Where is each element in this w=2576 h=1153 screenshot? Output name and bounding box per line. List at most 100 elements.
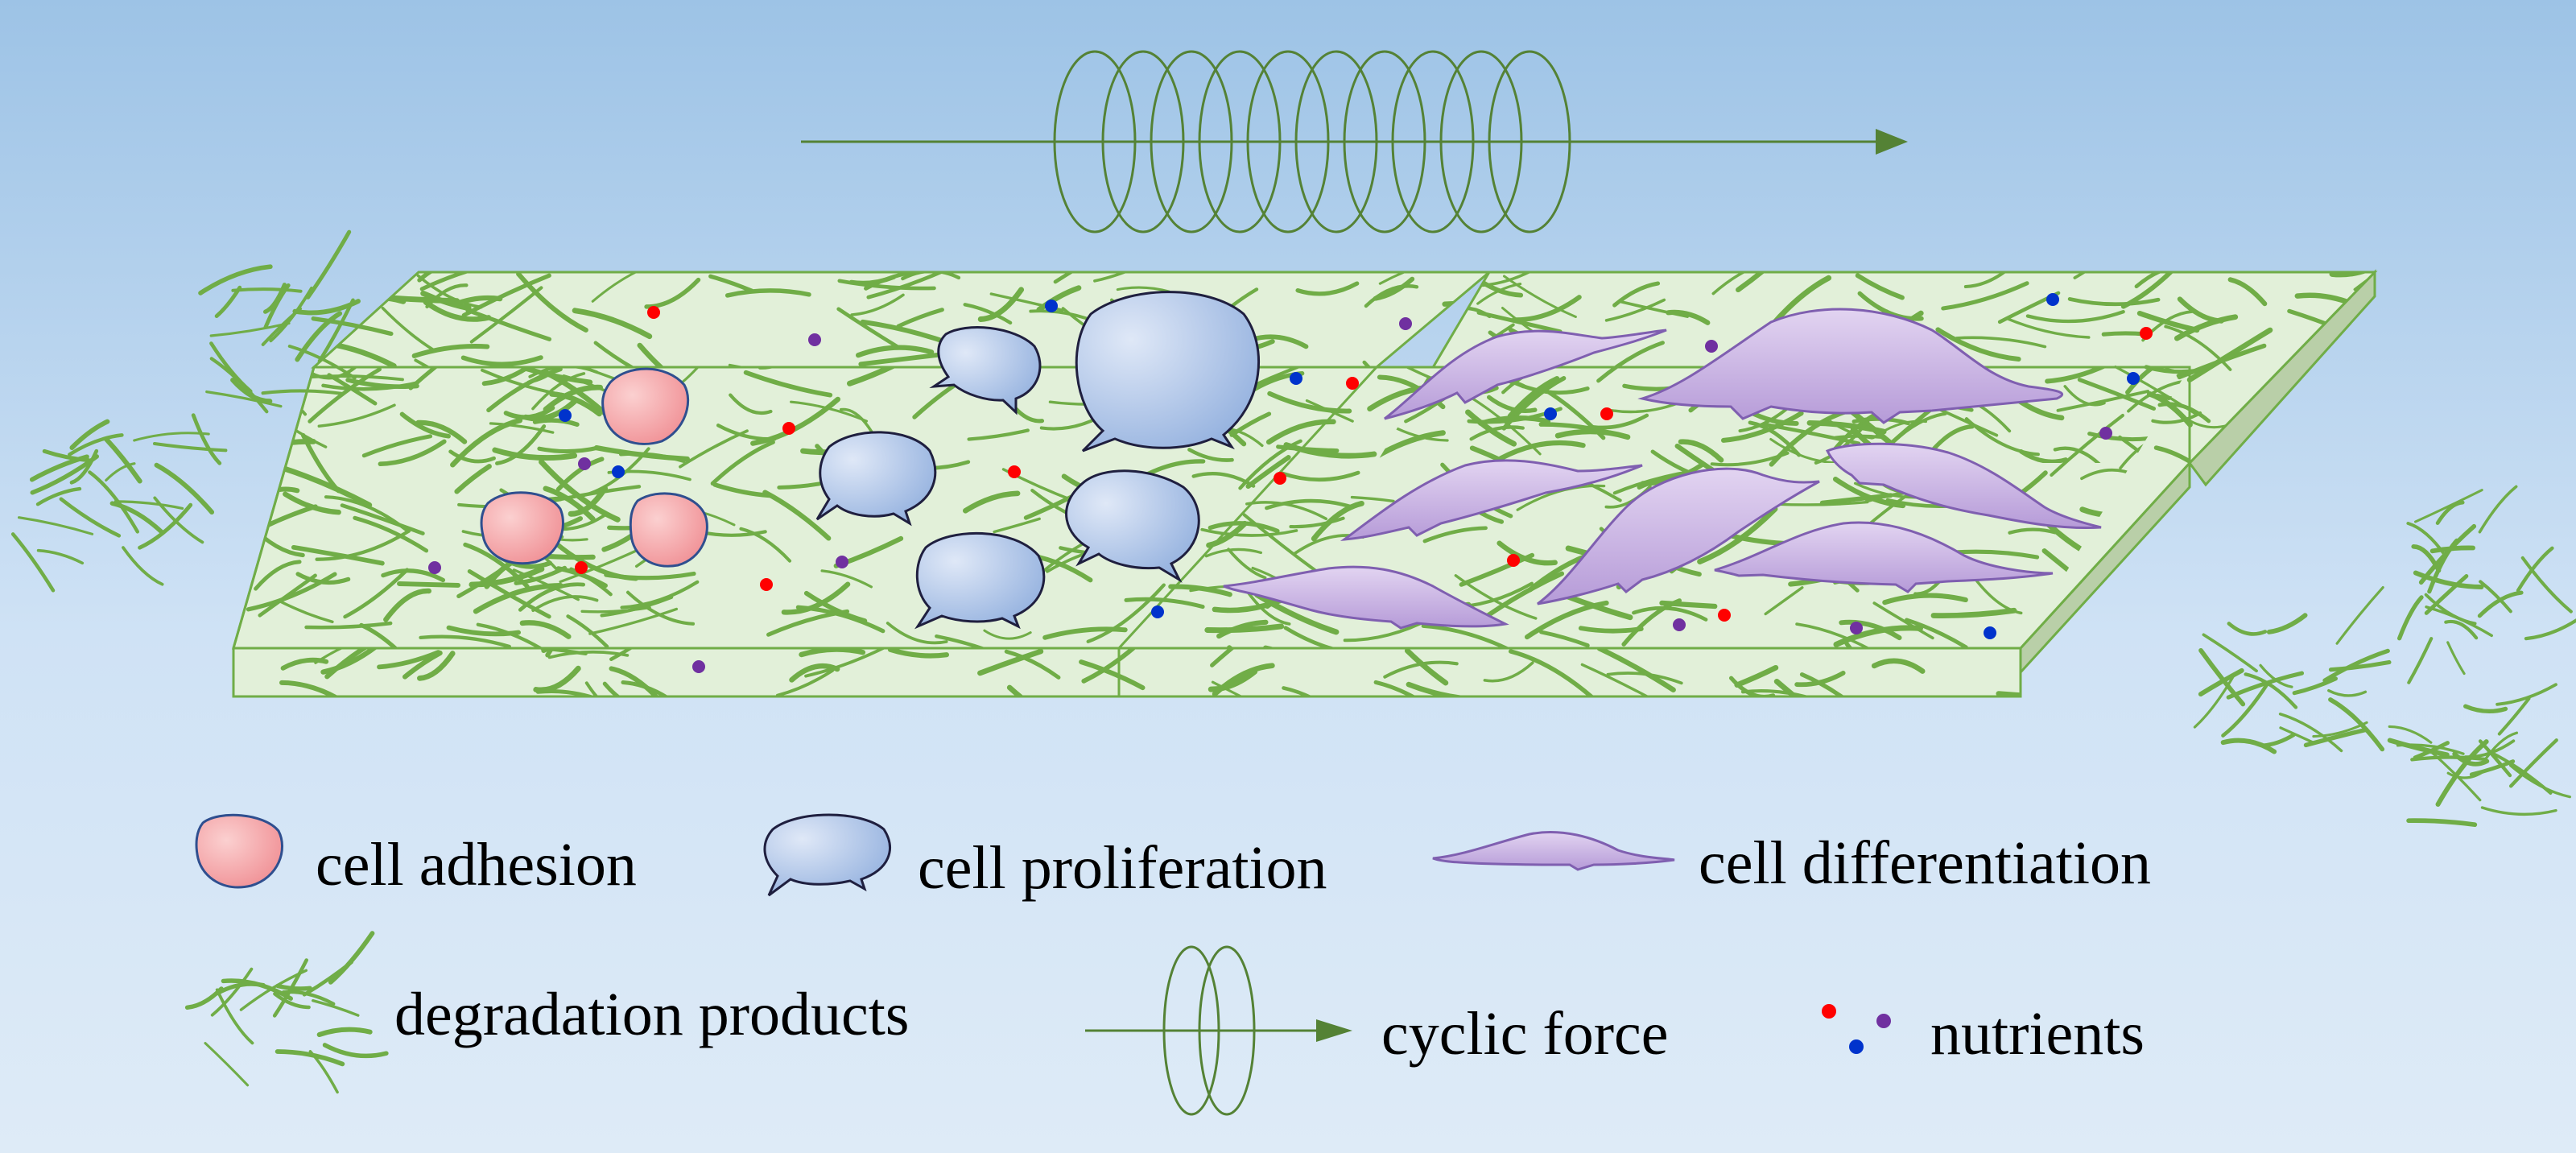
degradation-fiber (2427, 538, 2459, 594)
scaffold-fiber (343, 568, 409, 619)
scaffold-fiber (419, 634, 511, 648)
scaffold-fiber (1295, 281, 1360, 296)
scaffold-fiber (963, 490, 1021, 514)
scaffold-fiber (1265, 419, 1336, 445)
degradation-fiber (327, 373, 378, 406)
degradation-fiber (2487, 750, 2553, 795)
scaffold-fiber (314, 648, 345, 664)
scaffold-fiber (2025, 310, 2125, 324)
nutrient-dot (1850, 622, 1863, 634)
degradation-fiber (114, 500, 184, 510)
scaffold-fiber (1710, 451, 1790, 467)
scaffold-fiber (1364, 284, 1419, 308)
nutrient-dot (1399, 317, 1412, 330)
nutrient-dot (1600, 407, 1613, 420)
scaffold-fiber (621, 680, 670, 696)
degradation-fiber (295, 311, 343, 362)
degradation-products (10, 229, 2576, 828)
legend-label-proliferation: cell proliferation (918, 834, 1327, 902)
scaffold-fiber (1476, 283, 1522, 305)
scaffold-fiber (1773, 679, 1799, 696)
scaffold-fiber (743, 370, 833, 398)
nutrient-dot (1705, 340, 1718, 353)
adhesion-cells (480, 367, 708, 568)
scaffold-fiber (361, 434, 433, 458)
scaffold-fiber (1187, 448, 1234, 462)
degradation-fiber (2388, 725, 2433, 744)
scaffold-fiber (463, 542, 530, 589)
scaffold-fiber (2120, 272, 2189, 309)
degradation-fiber (2480, 731, 2519, 766)
nutrient-dot (1290, 372, 1302, 385)
scaffold-fiber (516, 272, 588, 333)
scaffold-fiber (450, 417, 523, 468)
scaffold-fiber (1036, 285, 1082, 312)
scaffold-fiber (993, 517, 1041, 534)
scaffold-fiber (2227, 277, 2268, 307)
degradation-fiber (2193, 674, 2235, 729)
scaffold-fiber (847, 367, 925, 386)
scaffold-fiber (1204, 623, 1285, 634)
scaffold-fiber (1204, 548, 1263, 558)
proliferation-cell (914, 531, 1046, 630)
degradation-fiber (2410, 755, 2488, 762)
degradation-fiber (2444, 619, 2479, 640)
degradation-fiber (317, 298, 355, 363)
legend-label-nutrients: nutrients (1930, 1000, 2145, 1068)
scaffold-fiber (637, 342, 713, 367)
scaffold-fiber (559, 547, 642, 584)
scaffold-fiber (710, 440, 775, 486)
scaffold-fiber (1079, 659, 1146, 691)
scaffold-fiber (1580, 663, 1650, 696)
scaffold-fiber (518, 582, 586, 612)
scaffold-fiber (454, 464, 492, 494)
degradation-fiber (316, 1027, 373, 1037)
degradation-fiber (2524, 618, 2576, 641)
scaffold-fiber (620, 580, 700, 610)
degradation-fiber (10, 532, 56, 593)
scaffold-fiber (1479, 571, 1565, 622)
scaffold-fiber (1596, 648, 1676, 692)
scaffold-fiber (1245, 501, 1328, 521)
scaffold-fiber (850, 293, 905, 316)
scaffold-fiber (1212, 663, 1275, 696)
degradation-fiber (2327, 689, 2368, 697)
degradation-fiber (322, 1043, 389, 1059)
scaffold-fiber (729, 393, 773, 415)
degradation-fiber (17, 516, 94, 535)
scaffold-fiber (425, 283, 469, 309)
scaffold-fiber (317, 403, 396, 428)
degradation-fiber (69, 448, 99, 485)
scaffold-fiber (1350, 495, 1395, 503)
scaffold-fiber (1930, 607, 2017, 618)
degradation-fiber (191, 413, 222, 465)
legend-nutrients-icon (1822, 1004, 1891, 1054)
scaffold-fiber (1383, 660, 1459, 679)
scaffold-fiber (1503, 275, 1577, 318)
scaffold-fiber (2134, 272, 2198, 289)
degradation-fiber (273, 992, 311, 1010)
scaffold-fiber (1996, 691, 2021, 696)
scaffold-fiber (1454, 574, 1538, 620)
scaffold (232, 269, 2378, 698)
differentiation-cell (1340, 459, 1643, 541)
degradation-fiber (2435, 739, 2489, 807)
degradation-fiber (2413, 570, 2484, 589)
proliferation-cells (815, 291, 1260, 630)
scaffold-fiber (1004, 649, 1061, 680)
scaffold-fiber (609, 648, 634, 661)
degradation-fiber (204, 1042, 250, 1087)
scaffold-fiber (1666, 309, 1711, 325)
scaffold-fiber (537, 445, 601, 454)
differentiation-cell (1714, 521, 2054, 593)
degradation-fiber (2480, 806, 2557, 816)
degradation-fiber (154, 462, 215, 515)
scaffold-fiber (1806, 419, 1887, 435)
scaffold-fiber (1697, 506, 1778, 564)
differentiation-cells (1223, 308, 2102, 630)
scaffold-fiber (2101, 331, 2148, 337)
degradation-fiber (2202, 633, 2258, 673)
scaffold-fiber (1872, 601, 1934, 640)
